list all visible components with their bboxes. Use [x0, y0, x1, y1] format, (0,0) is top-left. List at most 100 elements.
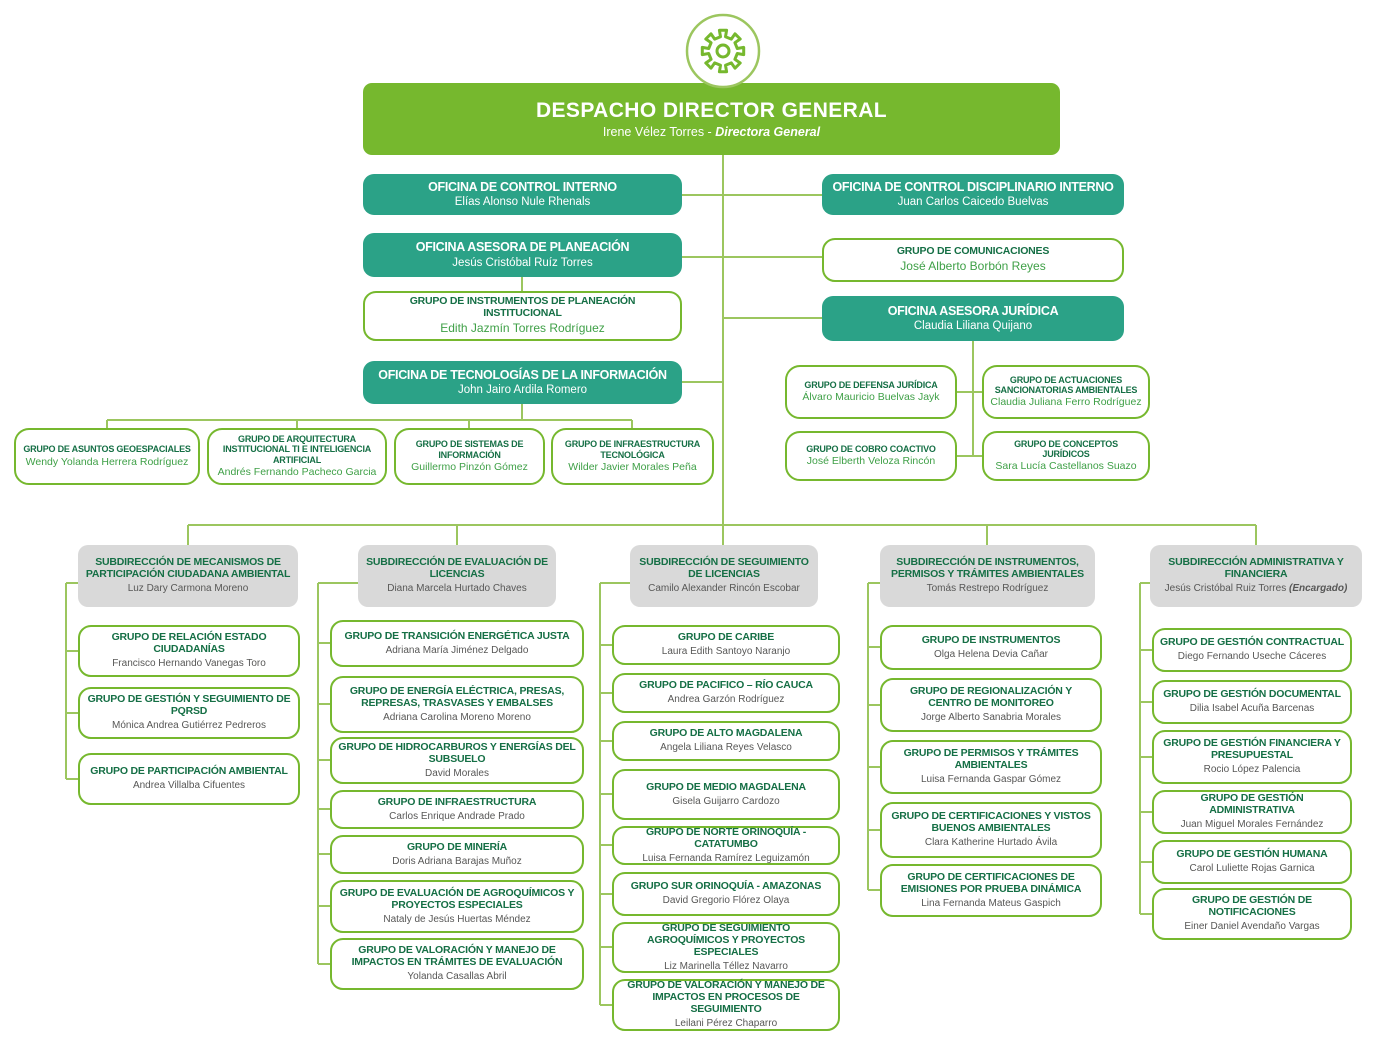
- box-title: GRUPO DE RELACIÓN ESTADO CIUDADANÍAS: [111, 631, 267, 656]
- box-person-name: Guillermo Pinzón Gómez: [411, 461, 528, 474]
- box-title: DESPACHO DIRECTOR GENERAL: [535, 98, 888, 122]
- person-name-text: Adriana María Jiménez Delgado: [385, 644, 529, 656]
- person-name-text: Mónica Andrea Gutiérrez Pedreros: [112, 720, 266, 732]
- box-person-name: Carlos Enrique Andrade Prado: [389, 811, 525, 822]
- box-title: GRUPO DE ARQUITECTURA INSTITUCIONAL TI E…: [222, 434, 372, 465]
- box-person-name: David Morales: [425, 768, 489, 779]
- person-name-text: Andrés Fernando Pacheco Garcia: [217, 465, 377, 478]
- grupo-seguimiento-agroquimicos: GRUPO DE SEGUIMIENTO AGROQUÍMICOS Y PROY…: [612, 922, 840, 973]
- grupo-gestion-financiera-presupuestal: GRUPO DE GESTIÓN FINANCIERA Y PRESUPUEST…: [1152, 730, 1352, 784]
- box-title: OFICINA ASESORA JURÍDICA: [887, 303, 1059, 318]
- box-person-name: Irene Vélez Torres - Directora General: [603, 125, 820, 139]
- person-name-text: Álvaro Mauricio Buelvas Jayk: [802, 391, 940, 404]
- person-role-suffix: (Encargado): [1288, 583, 1348, 595]
- box-title: GRUPO DE MEDIO MAGDALENA: [646, 780, 806, 793]
- subdireccion-administrativa-financiera: SUBDIRECCIÓN ADMINISTRATIVA Y FINANCIERA…: [1150, 545, 1362, 607]
- person-name-text: Einer Daniel Avendaño Vargas: [1184, 921, 1320, 933]
- person-name-text: Tomás Restrepo Rodríguez: [926, 583, 1049, 595]
- box-title: GRUPO DE ACTUACIONES SANCIONATORIAS AMBI…: [994, 374, 1138, 396]
- box-person-name: Mónica Andrea Gutiérrez Pedreros: [112, 720, 266, 731]
- box-title: GRUPO DE INFRAESTRUCTURA TECNOLÓGICA: [564, 439, 701, 460]
- grupo-gestion-documental: GRUPO DE GESTIÓN DOCUMENTAL Dilia Isabel …: [1152, 680, 1352, 724]
- person-name-text: Luz Dary Carmona Moreno: [127, 583, 249, 595]
- box-title: GRUPO DE EVALUACIÓN DE AGROQUÍMICOS Y PR…: [339, 886, 575, 911]
- box-title: GRUPO DE CERTIFICACIONES DE EMISIONES PO…: [900, 870, 1082, 895]
- person-name-text: Juan Carlos Caicedo Buelvas: [897, 196, 1049, 209]
- box-person-name: Dilia Isabel Acuña Barcenas: [1190, 703, 1315, 714]
- box-title: GRUPO DE GESTIÓN Y SEGUIMIENTO DE PQRSD: [87, 693, 291, 718]
- box-title: GRUPO DE NORTE ORINOQUÍA - CATATUMBO: [645, 825, 807, 850]
- box-title: GRUPO DE PACIFICO – RÍO CAUCA: [639, 679, 813, 692]
- oficina-asesora-juridica: OFICINA ASESORA JURÍDICA Claudia Liliana …: [822, 296, 1124, 341]
- box-title: SUBDIRECCIÓN DE MECANISMOS DE PARTICIPAC…: [85, 556, 291, 581]
- grupo-energia-electrica-presas: GRUPO DE ENERGÍA ELÉCTRICA, PRESAS, REPR…: [330, 676, 584, 733]
- box-title: GRUPO DE GESTIÓN HUMANA: [1176, 848, 1328, 861]
- box-title: GRUPO DE GESTIÓN DE NOTIFICACIONES: [1192, 894, 1312, 919]
- box-person-name: Luz Dary Carmona Moreno: [128, 583, 249, 594]
- box-person-name: Angela Liliana Reyes Velasco: [660, 742, 792, 753]
- person-name-text: Liz Marinella Téllez Navarro: [664, 960, 788, 972]
- person-name-text: Rocio López Palencia: [1203, 764, 1301, 776]
- box-title: OFICINA ASESORA DE PLANEACIÓN: [415, 240, 630, 255]
- person-name-text: Sara Lucía Castellanos Suazo: [995, 460, 1137, 473]
- box-person-name: Olga Helena Devia Cañar: [934, 649, 1048, 660]
- box-title: GRUPO DE COBRO COACTIVO: [806, 443, 936, 454]
- person-name-text: Camilo Alexander Rincón Escobar: [648, 583, 800, 595]
- box-title: GRUPO DE CERTIFICACIONES Y VISTOS BUENOS…: [891, 810, 1091, 835]
- box-title: GRUPO DE MINERÍA: [406, 840, 508, 853]
- box-person-name: Luisa Fernanda Ramírez Leguizamón: [642, 853, 809, 864]
- box-title: GRUPO DE GESTIÓN CONTRACTUAL: [1160, 636, 1344, 649]
- box-person-name: Juan Carlos Caicedo Buelvas: [898, 196, 1049, 209]
- person-name-text: John Jairo Ardila Romero: [457, 384, 588, 397]
- box-person-name: Claudia Liliana Quijano: [914, 320, 1032, 333]
- grupo-evaluacion-agroquimicos: GRUPO DE EVALUACIÓN DE AGROQUÍMICOS Y PR…: [330, 880, 584, 933]
- box-title: GRUPO DE REGIONALIZACIÓN Y CENTRO DE MON…: [909, 685, 1073, 710]
- box-title: GRUPO DE GESTIÓN FINANCIERA Y PRESUPUEST…: [1163, 737, 1341, 762]
- box-title: GRUPO DE INSTRUMENTOS DE PLANEACIÓN INST…: [409, 295, 636, 320]
- box-person-name: Doris Adriana Barajas Muñoz: [392, 856, 522, 867]
- box-title: GRUPO DE COMUNICACIONES: [896, 245, 1050, 258]
- box-title: GRUPO DE GESTIÓN DOCUMENTAL: [1163, 688, 1341, 701]
- subdireccion-mecanismos-participacion: SUBDIRECCIÓN DE MECANISMOS DE PARTICIPAC…: [78, 545, 298, 607]
- box-person-name: José Elberth Veloza Rincón: [806, 455, 936, 468]
- box-person-name: John Jairo Ardila Romero: [458, 384, 587, 397]
- person-name-text: José Elberth Veloza Rincón: [806, 455, 936, 468]
- box-person-name: Wilder Javier Morales Peña: [568, 461, 696, 474]
- grupo-gestion-seguimiento-pqrsd: GRUPO DE GESTIÓN Y SEGUIMIENTO DE PQRSD M…: [78, 687, 300, 739]
- box-title: GRUPO DE PERMISOS Y TRÁMITES AMBIENTALES: [903, 747, 1079, 772]
- person-name-text: Olga Helena Devia Cañar: [934, 648, 1048, 660]
- box-person-name: Einer Daniel Avendaño Vargas: [1184, 921, 1319, 932]
- person-name-text: Luisa Fernanda Ramírez Leguizamón: [642, 852, 810, 864]
- person-name-text: Edith Jazmín Torres Rodríguez: [440, 321, 605, 336]
- box-person-name: Laura Edith Santoyo Naranjo: [662, 646, 790, 657]
- person-name-text: Luisa Fernanda Gaspar Gómez: [920, 774, 1062, 786]
- box-person-name: Liz Marinella Téllez Navarro: [664, 961, 788, 972]
- box-title: GRUPO DE DEFENSA JURÍDICA: [804, 379, 938, 390]
- person-name-text: Yolanda Casallas Abril: [407, 971, 507, 983]
- grupo-norte-orinoquia-catatumbo: GRUPO DE NORTE ORINOQUÍA - CATATUMBO Luis…: [612, 826, 840, 865]
- person-name-text: José Alberto Borbón Reyes: [900, 259, 1046, 274]
- box-person-name: Clara Katherine Hurtado Ávila: [925, 837, 1057, 848]
- person-name-text: Claudia Juliana Ferro Rodríguez: [990, 396, 1142, 409]
- person-name-text: Jesús Cristóbal Ruíz Torres: [452, 256, 593, 269]
- box-person-name: Camilo Alexander Rincón Escobar: [648, 583, 800, 594]
- box-title: GRUPO DE ALTO MAGDALENA: [649, 727, 803, 740]
- box-title: GRUPO SUR ORINOQUÍA - AMAZONAS: [630, 880, 822, 893]
- box-person-name: Juan Miguel Morales Fernández: [1181, 819, 1324, 830]
- box-person-name: Gisela Guijarro Cardozo: [672, 796, 779, 807]
- box-person-name: Adriana Carolina Moreno Moreno: [383, 712, 531, 723]
- box-title: GRUPO DE SISTEMAS DE INFORMACIÓN: [415, 439, 524, 460]
- box-person-name: Álvaro Mauricio Buelvas Jayk: [802, 391, 940, 404]
